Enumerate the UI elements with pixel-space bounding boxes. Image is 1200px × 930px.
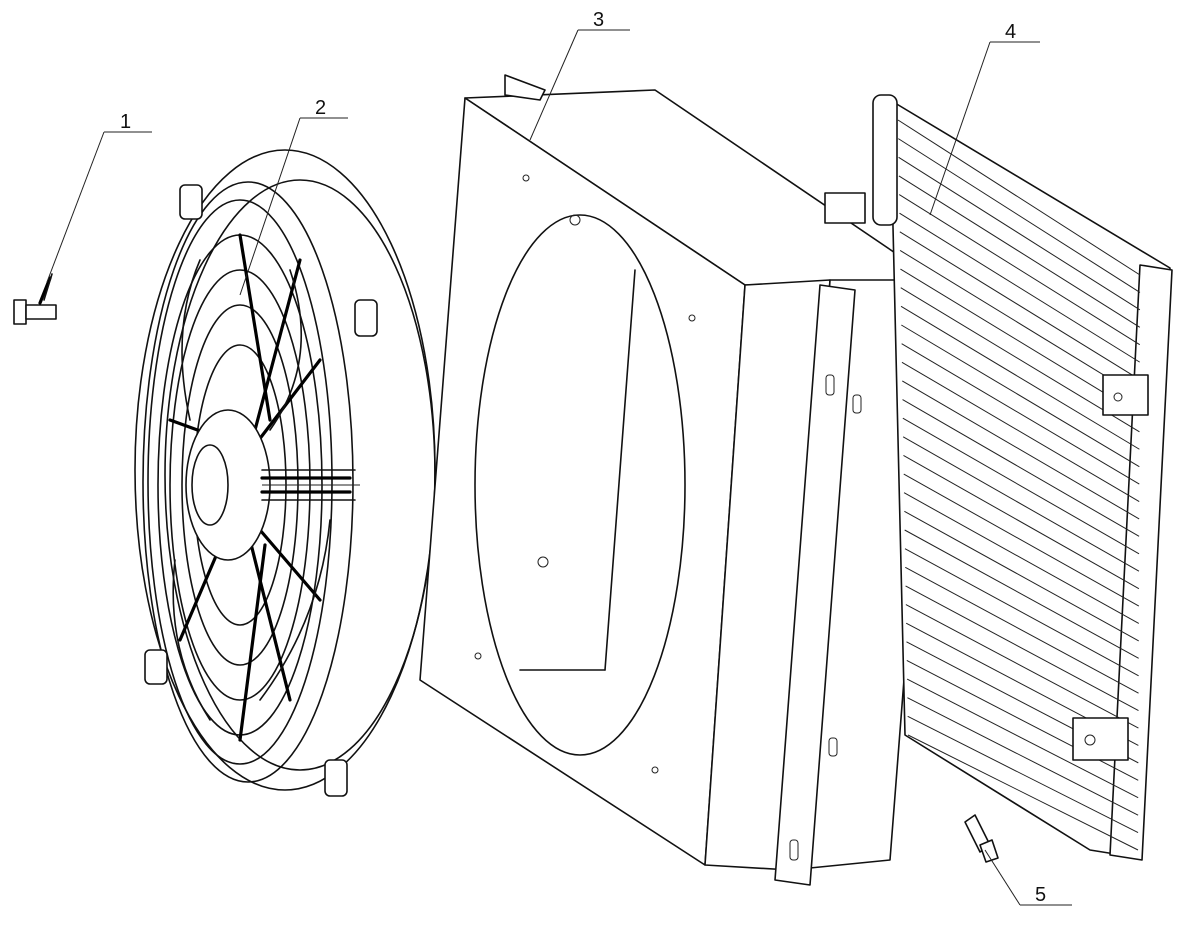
fin-line (903, 473, 1140, 607)
fin-line (904, 548, 1139, 677)
fin-line (900, 287, 1140, 433)
fin-line (904, 510, 1139, 642)
fin-line (899, 231, 1140, 380)
fin-line (906, 678, 1139, 799)
bolt-part-1 (13, 273, 57, 325)
bolt-part-5 (964, 814, 999, 863)
fin-line (907, 734, 1139, 851)
fin-line (902, 417, 1140, 555)
fin-line (901, 324, 1140, 468)
fin-line (899, 250, 1140, 398)
fan-assembly-part-2 (134, 149, 436, 797)
fin-line (901, 361, 1140, 502)
fin-line (901, 380, 1140, 520)
fin-line (897, 119, 1141, 276)
fin-line (903, 455, 1140, 590)
callout-label-3: 3 (593, 9, 604, 31)
fin-line (903, 492, 1140, 624)
fin-line (905, 585, 1139, 712)
fin-line (899, 212, 1140, 363)
fin-line (907, 715, 1139, 834)
fin-line (898, 156, 1141, 311)
callout-label-1: 1 (120, 111, 131, 133)
callout-label-2: 2 (315, 97, 326, 119)
callout-label-4: 4 (1005, 21, 1016, 43)
fin-line (900, 268, 1140, 415)
fin-line (898, 194, 1141, 346)
fin-line (904, 529, 1139, 659)
callout-leaders (46, 29, 1072, 906)
fin-line (900, 305, 1140, 450)
fin-line (902, 436, 1140, 572)
fin-line (901, 343, 1140, 485)
condenser-core-part-4 (824, 94, 1173, 861)
fin-line (907, 697, 1139, 816)
fin-line (905, 604, 1139, 729)
condenser-fins (897, 119, 1141, 851)
callout-label-5: 5 (1035, 884, 1046, 906)
fin-line (898, 175, 1141, 328)
fin-line (902, 399, 1140, 537)
fin-line (905, 566, 1139, 694)
fin-line (898, 138, 1141, 293)
